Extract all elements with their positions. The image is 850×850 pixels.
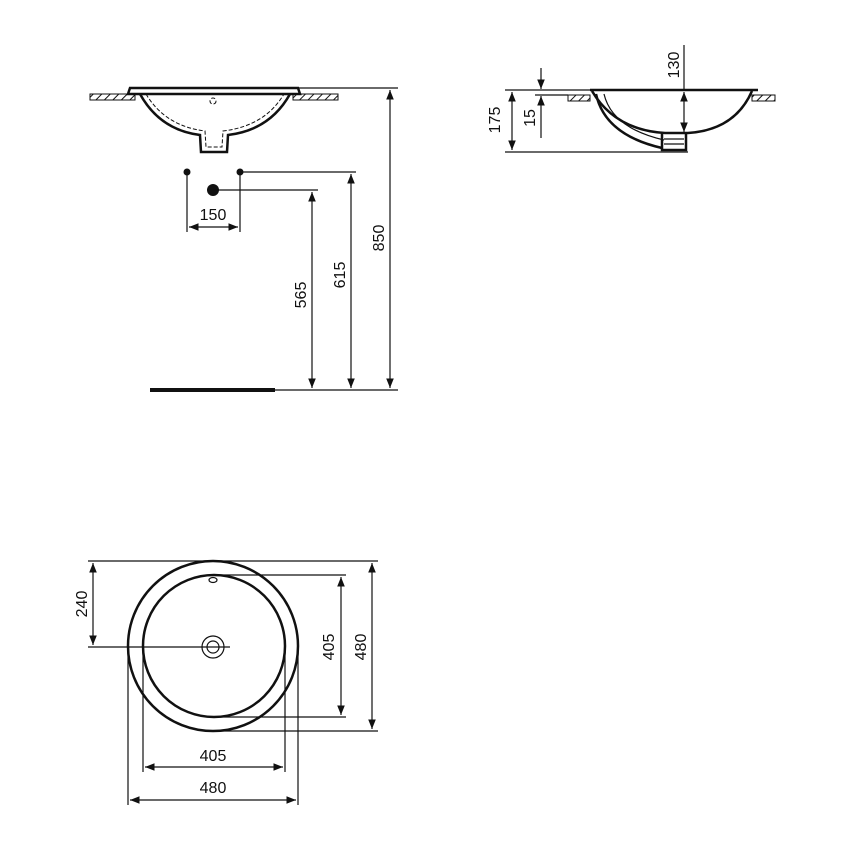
dim-rim-height: 850	[371, 225, 388, 252]
countertop-right	[292, 93, 339, 101]
basin-inner-bowl	[141, 573, 287, 719]
dim-bowl-depth: 130	[666, 52, 683, 79]
side-view: 175 15 130	[487, 45, 776, 153]
basin-rim	[126, 86, 302, 96]
dim-inner-height: 405	[321, 634, 338, 661]
overflow-icon	[209, 97, 217, 105]
overflow-icon	[208, 576, 218, 584]
dim-rim-thickness: 15	[522, 109, 539, 127]
countertop-right	[751, 94, 776, 102]
front-view: 150 565 615 850	[89, 86, 398, 392]
dim-waste-height: 565	[293, 282, 310, 309]
dim-inner-width: 405	[200, 748, 227, 765]
dim-outer-width: 480	[200, 780, 227, 797]
basin-bowl	[138, 93, 292, 154]
plan-view: 240 405 480 405 480	[74, 559, 378, 805]
countertop-left	[567, 94, 591, 102]
dim-tap-spacing: 150	[200, 207, 227, 224]
dim-drain-offset: 240	[74, 591, 91, 618]
waste-outlet	[660, 133, 688, 152]
dim-outer-height: 480	[353, 634, 370, 661]
basin-outer-rim	[126, 559, 300, 733]
countertop-left	[89, 93, 136, 101]
dim-total-depth: 175	[487, 107, 504, 134]
basin-bowl	[590, 90, 754, 135]
dim-supply-height: 615	[332, 262, 349, 289]
